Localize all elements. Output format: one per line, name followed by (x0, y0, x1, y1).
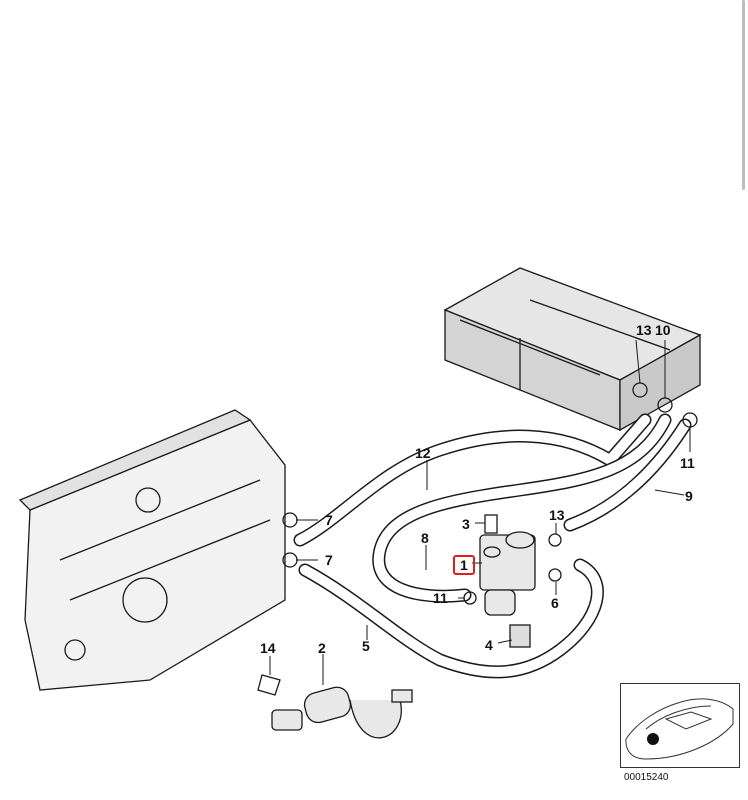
callout-13-top: 13 (636, 322, 652, 338)
callout-9: 9 (685, 488, 693, 504)
callout-3: 3 (462, 516, 470, 532)
bracket-4 (509, 624, 531, 648)
grommet-3 (484, 514, 498, 534)
callout-2: 2 (318, 640, 326, 656)
heater-valve (479, 531, 536, 616)
callout-12: 12 (415, 445, 431, 461)
water-pump (271, 686, 413, 739)
vehicle-location-thumbnail (620, 683, 740, 768)
callout-4: 4 (485, 637, 493, 653)
callout-11-right: 11 (680, 455, 695, 471)
clamp-13 (548, 533, 562, 547)
car-outline-icon (625, 698, 734, 760)
callout-14: 14 (260, 640, 276, 656)
heater-core (443, 267, 702, 432)
callout-6: 6 (551, 595, 559, 611)
clamp-6 (548, 568, 562, 582)
callout-11: 11 (433, 590, 448, 606)
callout-10: 10 (655, 322, 671, 338)
document-number: 00015240 (624, 772, 669, 783)
clip-14 (257, 674, 281, 696)
location-marker-icon (647, 733, 659, 745)
callout-1-highlighted[interactable]: 1 (453, 555, 475, 575)
callout-5: 5 (362, 638, 370, 654)
callout-7-upper: 7 (325, 512, 333, 528)
engine-block (18, 409, 286, 691)
scrollbar[interactable] (742, 0, 745, 190)
hose-12-inner (295, 415, 650, 545)
callout-13: 13 (549, 507, 565, 523)
callout-7-lower: 7 (325, 552, 333, 568)
callout-8: 8 (421, 530, 429, 546)
